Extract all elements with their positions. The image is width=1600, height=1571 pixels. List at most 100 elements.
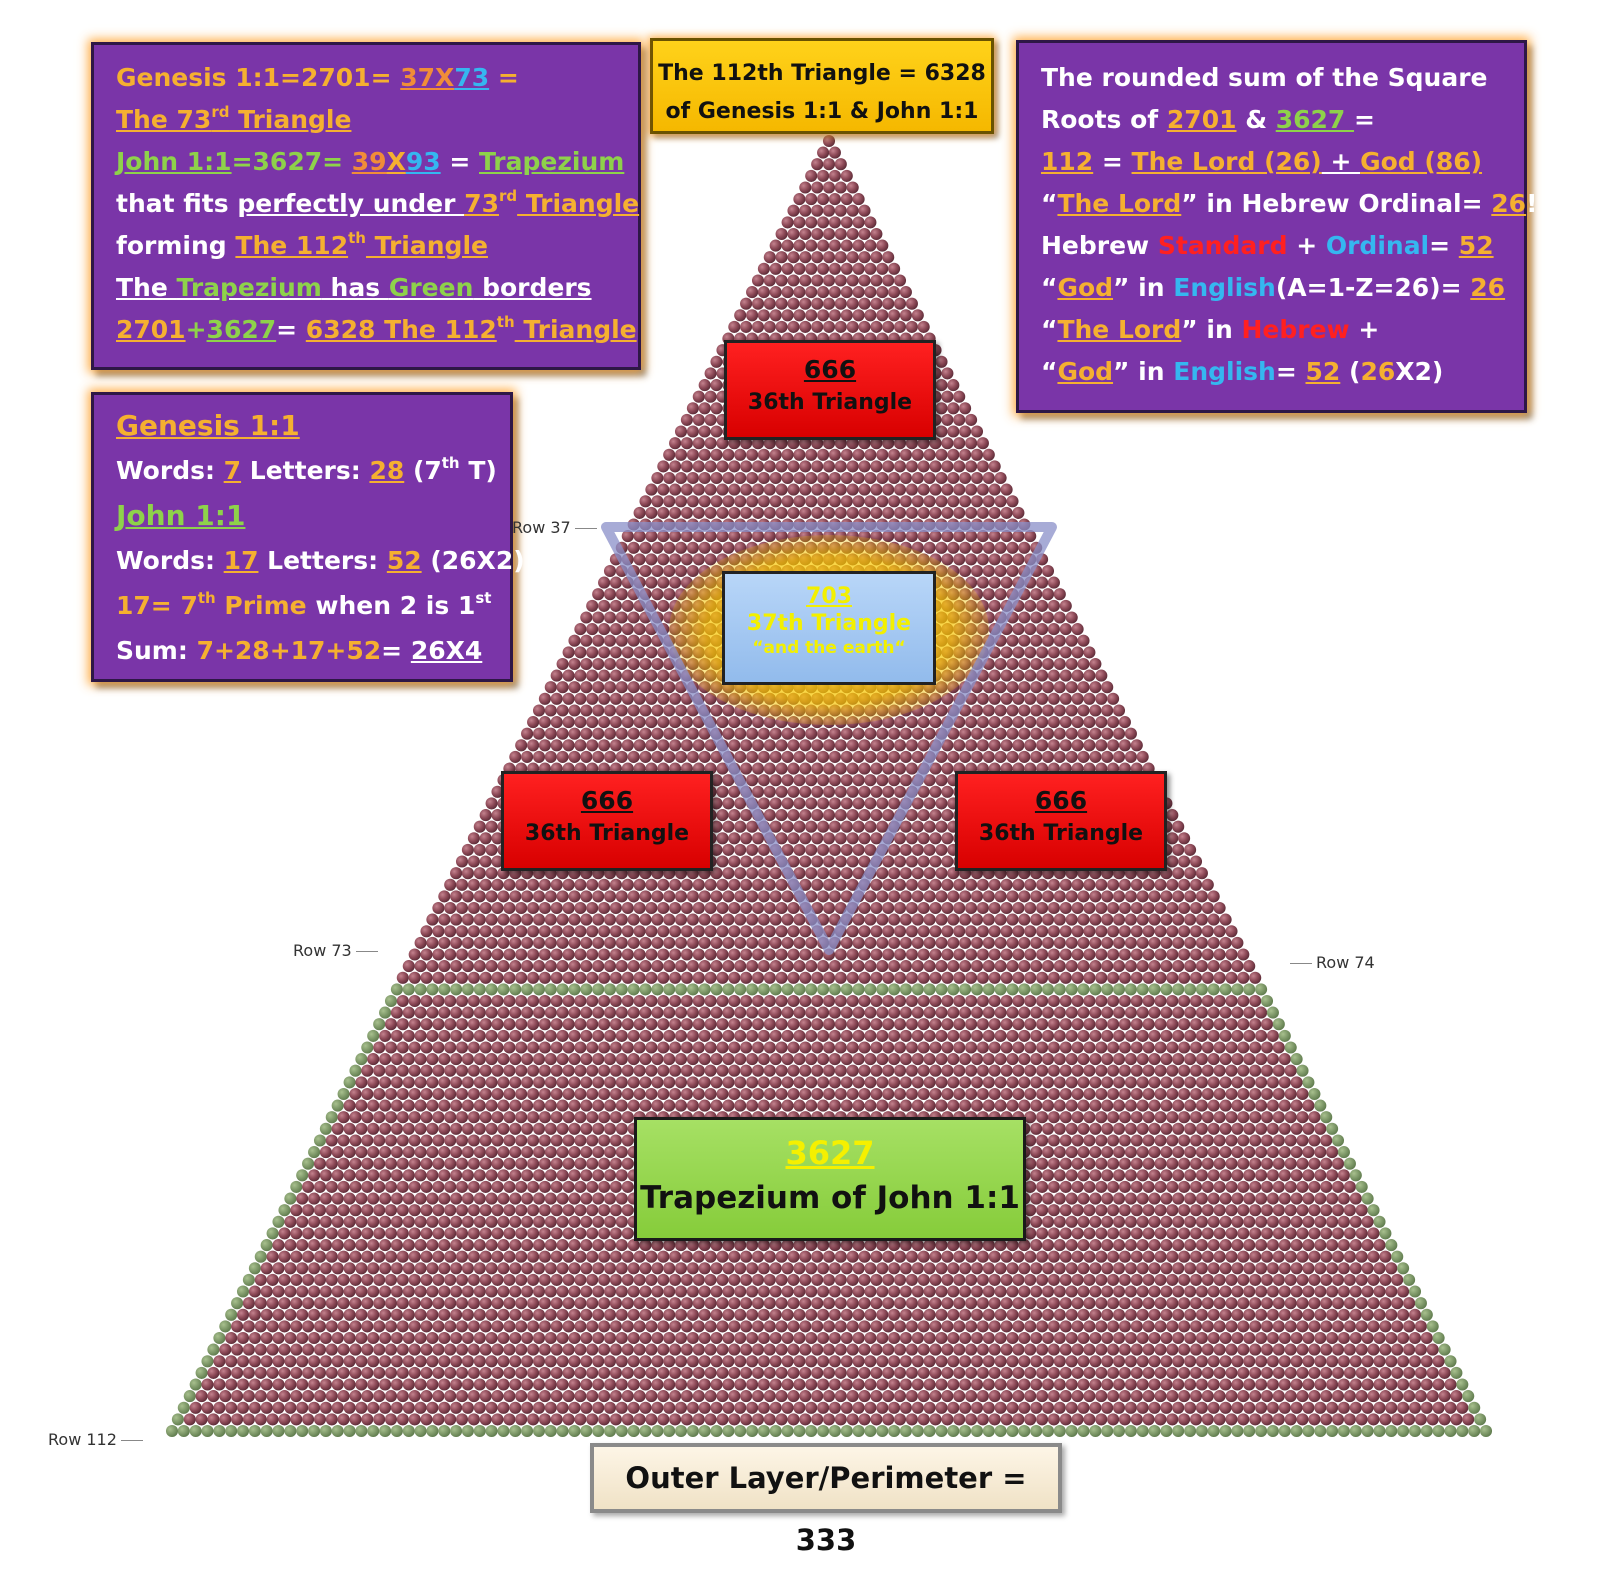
triangle-ball — [763, 994, 776, 1008]
triangle-ball — [485, 1169, 498, 1182]
triangle-ball — [615, 1006, 628, 1019]
triangle-ball — [651, 1099, 664, 1112]
triangle-ball — [828, 1262, 841, 1275]
triangle-ball — [805, 286, 818, 299]
trapezium-border-ball — [615, 983, 628, 996]
triangle-ball — [355, 1099, 368, 1112]
triangle-ball — [970, 1076, 984, 1089]
triangle-ball — [1166, 1018, 1179, 1031]
triangle-ball — [1053, 1053, 1066, 1066]
triangle-ball — [828, 216, 841, 229]
triangle-ball — [882, 785, 895, 798]
triangle-ball — [1053, 1192, 1066, 1205]
triangle-ball — [828, 495, 841, 508]
triangle-ball — [1189, 1250, 1203, 1263]
triangle-ball — [1172, 1146, 1185, 1159]
triangle-ball — [1065, 634, 1078, 647]
triangle-ball — [1130, 1134, 1143, 1147]
triangle-ball — [592, 611, 605, 624]
triangle-ball — [260, 1285, 273, 1298]
triangle-ball — [657, 576, 670, 589]
triangle-ball — [947, 960, 960, 973]
triangle-ball — [1166, 1180, 1179, 1193]
triangle-ball — [1047, 1204, 1060, 1217]
triangle-ball — [994, 471, 1007, 485]
triangle-ball — [976, 994, 989, 1008]
triangle-ball — [1249, 1087, 1262, 1101]
triangle-ball — [740, 716, 753, 729]
triangle-ball — [1166, 1227, 1179, 1240]
triangle-ball — [479, 1250, 492, 1263]
triangle-ball — [1314, 1146, 1327, 1159]
triangle-ball — [1260, 1227, 1274, 1240]
triangle-ball — [858, 320, 871, 333]
triangle-ball — [935, 1006, 948, 1019]
triangle-ball — [1243, 1076, 1256, 1089]
triangle-ball — [734, 890, 747, 903]
triangle-ball — [361, 1111, 374, 1124]
triangle-ball — [947, 402, 960, 415]
triangle-ball — [1036, 1134, 1049, 1147]
triangle-ball — [663, 727, 676, 740]
triangle-ball — [876, 727, 889, 740]
triangle-ball — [1148, 1169, 1161, 1182]
triangle-ball — [254, 1273, 267, 1286]
triangle-ball — [870, 925, 883, 938]
triangle-ball — [1272, 1250, 1285, 1263]
triangle-ball — [911, 309, 924, 322]
triangle-ball — [574, 948, 587, 961]
triangle-ball — [657, 460, 670, 473]
triangle-ball — [1266, 1239, 1279, 1252]
triangle-ball — [1296, 1157, 1309, 1170]
triangle-ball — [1331, 1180, 1345, 1193]
triangle-ball — [899, 1053, 912, 1066]
triangle-ball — [1024, 994, 1037, 1008]
triangle-ball — [1059, 878, 1072, 891]
triangle-ball — [698, 1262, 711, 1275]
triangle-ball — [461, 1076, 474, 1089]
triangle-ball — [645, 553, 658, 566]
triangle-ball — [1166, 1111, 1179, 1124]
triangle-ball — [467, 1227, 480, 1240]
triangle-ball — [432, 994, 445, 1008]
triangle-ball — [1172, 1169, 1185, 1182]
triangle-ball — [905, 530, 918, 543]
triangle-ball — [899, 913, 912, 926]
triangle-ball — [988, 530, 1001, 543]
triangle-ball — [1255, 1076, 1268, 1089]
triangle-ball — [817, 471, 830, 485]
triangle-ball — [1047, 901, 1060, 915]
triangle-ball — [710, 541, 723, 554]
triangle-ball — [923, 960, 936, 973]
triangle-ball — [716, 460, 729, 473]
triangle-ball — [438, 890, 451, 903]
triangle-ball — [1213, 1087, 1226, 1101]
triangle-ball — [935, 1239, 948, 1252]
triangle-ball — [846, 971, 859, 984]
triangle-ball — [455, 1018, 469, 1031]
triangle-ball — [680, 483, 693, 496]
triangle-ball — [846, 948, 859, 961]
triangle-ball — [550, 1111, 563, 1124]
triangle-ball — [598, 878, 611, 891]
triangle-ball — [911, 495, 924, 508]
triangle-ball — [976, 925, 989, 938]
triangle-ball — [698, 379, 711, 392]
triangle-ball — [929, 809, 942, 822]
triangle-ball — [793, 867, 806, 880]
triangle-ball — [882, 320, 895, 333]
triangle-ball — [1166, 855, 1179, 868]
trapezium-border-ball — [710, 983, 723, 996]
triangle-ball — [941, 1273, 954, 1286]
triangle-ball — [1326, 1169, 1339, 1182]
triangle-ball — [1195, 1006, 1208, 1019]
triangle-ball — [870, 994, 883, 1008]
triangle-ball — [663, 913, 676, 926]
trapezium-border-ball — [521, 983, 534, 996]
triangle-ball — [947, 425, 960, 438]
triangle-ball — [1024, 1087, 1037, 1101]
triangle-ball — [982, 727, 995, 740]
triangle-ball — [1136, 1053, 1149, 1066]
triangle-ball — [846, 437, 859, 450]
triangle-ball — [1178, 901, 1191, 915]
